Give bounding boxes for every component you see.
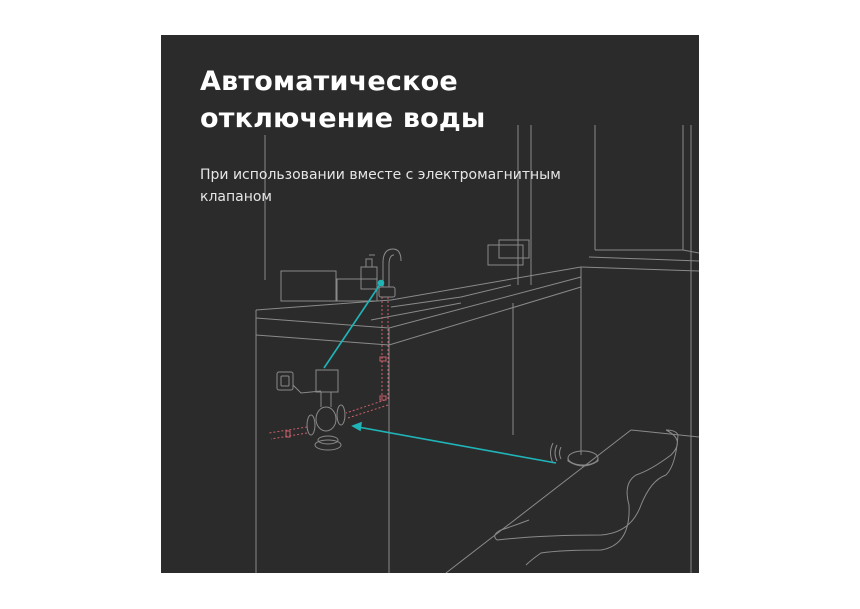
water-puddle — [494, 429, 679, 566]
wall-socket-icon — [276, 371, 322, 394]
page-title: Автоматическое отключение воды — [200, 63, 486, 137]
solenoid-valve-icon — [306, 369, 346, 451]
soap-dispenser-icon — [360, 254, 378, 290]
feature-slide: Автоматическое отключение воды При испол… — [161, 35, 699, 573]
title-line-1: Автоматическое — [200, 66, 458, 97]
title-line-2: отключение воды — [200, 103, 486, 134]
wall-lines — [264, 125, 699, 573]
subtitle: При использовании вместе с электромагнит… — [200, 164, 640, 208]
leak-sensor-icon — [550, 442, 599, 467]
subtitle-line-2: клапаном — [200, 189, 272, 205]
bathroom-illustration — [255, 125, 699, 573]
floor — [445, 429, 699, 573]
faucet-icon — [378, 248, 402, 298]
subtitle-line-1: При использовании вместе с электромагнит… — [200, 167, 561, 183]
water-pipes — [268, 297, 389, 440]
signal-arrow — [323, 279, 557, 464]
countertop — [255, 239, 582, 573]
